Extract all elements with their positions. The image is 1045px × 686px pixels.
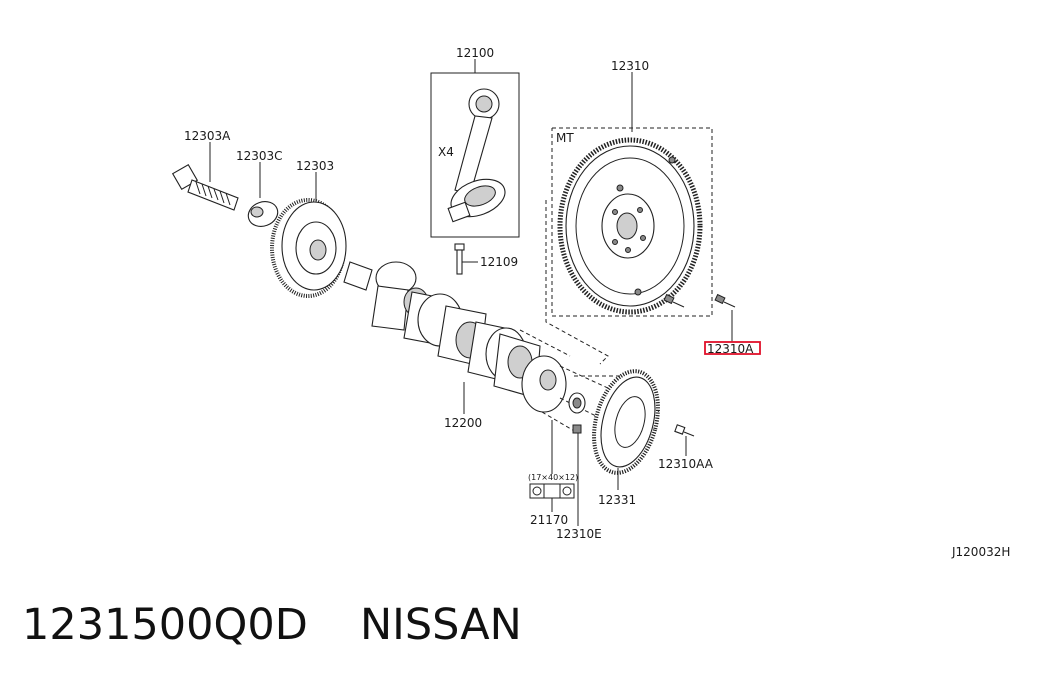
connecting-rod-icon bbox=[447, 88, 506, 223]
label-12310e: 12310E bbox=[556, 527, 602, 541]
label-12303a: 12303A bbox=[184, 129, 231, 143]
washer-icon bbox=[247, 201, 279, 227]
pulley-bolt-12303A[interactable]: 12303A bbox=[171, 129, 239, 211]
plate-12331[interactable]: 12331 bbox=[584, 364, 669, 507]
label-x4: X4 bbox=[438, 145, 454, 159]
label-dimension: (17×40×12) bbox=[528, 473, 578, 482]
connecting-rod-group[interactable]: 12100 X4 bbox=[430, 46, 520, 238]
pulley-icon bbox=[270, 198, 347, 298]
label-12303: 12303 bbox=[296, 159, 334, 173]
dowel-12310E[interactable]: 12310E bbox=[556, 424, 602, 541]
bushing-icon bbox=[568, 392, 586, 414]
crankshaft-icon bbox=[343, 261, 567, 413]
pilot-bushing-21170[interactable]: (17×40×12) 21170 bbox=[528, 392, 586, 527]
flywheel-group[interactable]: 12310 MT bbox=[551, 59, 736, 342]
label-12310aa: 12310AA bbox=[658, 457, 714, 471]
label-12310a: 12310A bbox=[707, 342, 754, 356]
label-12109: 12109 bbox=[480, 255, 518, 269]
crank-pulley-12303[interactable]: 12303 bbox=[270, 159, 347, 298]
label-21170: 21170 bbox=[530, 513, 568, 527]
label-mt: MT bbox=[556, 131, 574, 145]
label-12310: 12310 bbox=[611, 59, 649, 73]
part-12310A-highlight[interactable]: 12310A bbox=[704, 341, 761, 356]
label-12200: 12200 bbox=[444, 416, 482, 430]
label-12303c: 12303C bbox=[236, 149, 283, 163]
part-number: 1231500Q0D bbox=[22, 600, 308, 650]
small-bolt-icon bbox=[674, 424, 695, 437]
flywheel-bolt-icon bbox=[663, 293, 736, 308]
pulley-washer-12303C[interactable]: 12303C bbox=[236, 149, 283, 230]
label-12100: 12100 bbox=[456, 46, 494, 60]
label-12331: 12331 bbox=[598, 493, 636, 507]
drive-plate-icon bbox=[592, 369, 660, 475]
bolt-icon bbox=[171, 163, 239, 211]
diagram-code: J120032H bbox=[951, 545, 1010, 559]
bolt-12310AA[interactable]: 12310AA bbox=[658, 424, 714, 471]
rod-bolt-12109[interactable]: 12109 bbox=[454, 243, 518, 275]
crankshaft-12200[interactable]: 12200 bbox=[343, 261, 567, 430]
brand-name: NISSAN bbox=[360, 600, 522, 650]
flywheel-icon bbox=[557, 137, 703, 315]
